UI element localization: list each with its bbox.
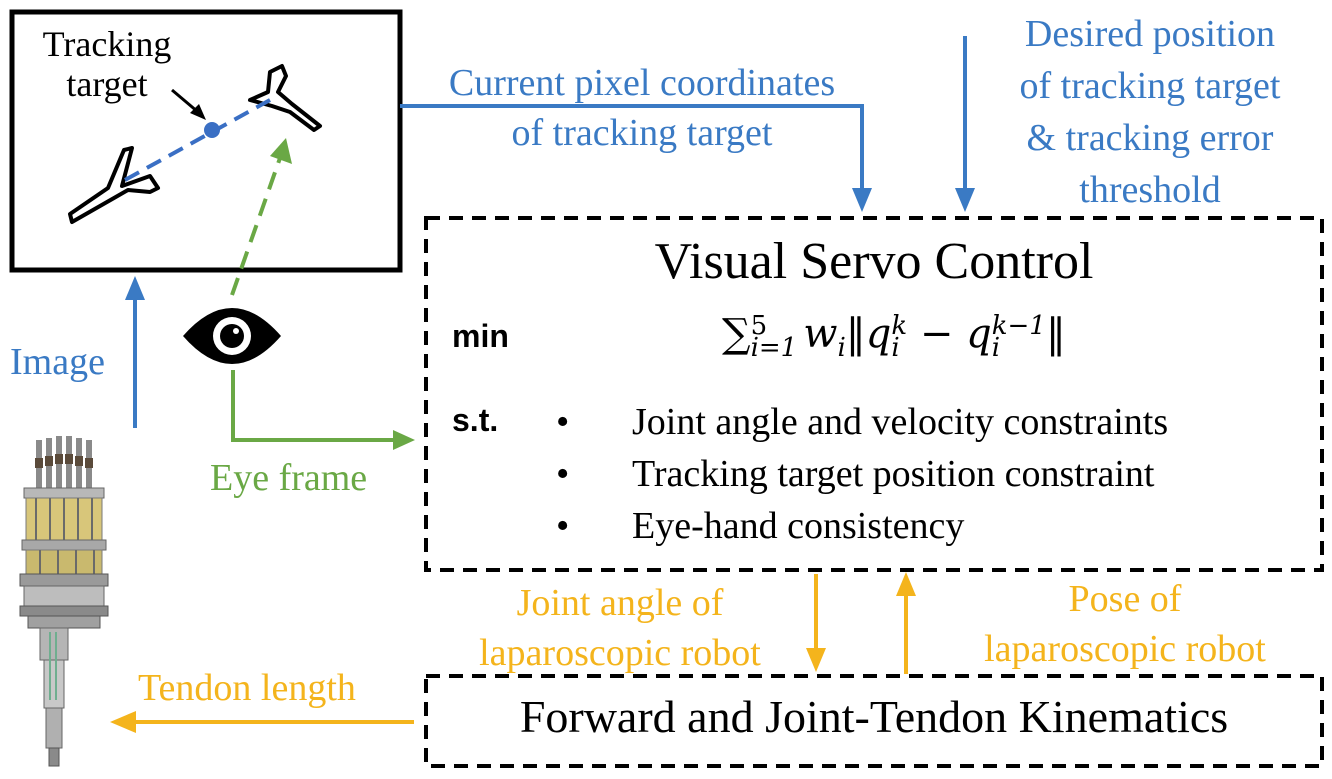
current-pixel-label-line1: Current pixel coordinates xyxy=(448,62,836,104)
joint-angle-line1: Joint angle of xyxy=(516,582,724,624)
tracking-target-label: Tracking target xyxy=(22,24,192,104)
current-pixel-label-line2: of tracking target xyxy=(511,112,773,154)
joint-angle-arrowhead xyxy=(806,648,826,672)
target-pointer-arrowhead xyxy=(190,104,206,120)
weight-symbol: w xyxy=(803,311,838,357)
target-pointer-arrow xyxy=(171,88,199,114)
norm-close: ‖ xyxy=(1045,311,1066,357)
image-label: Image xyxy=(10,341,105,383)
constraint-item: • Eye-hand consistency xyxy=(556,500,1168,552)
st-label: s.t. xyxy=(452,402,499,438)
bullet: • xyxy=(556,505,570,547)
min-label: min xyxy=(452,318,509,354)
constraint-text: Tracking target position constraint xyxy=(632,453,1155,495)
kinematics-box xyxy=(424,674,1324,768)
eye-view-arrowhead xyxy=(270,138,292,164)
desired-position-line1: Desired position xyxy=(1024,13,1276,55)
constraint-list: • Joint angle and velocity constraints • T… xyxy=(556,396,1168,552)
constraint-text: Eye-hand consistency xyxy=(632,505,965,547)
desired-position-line3: & tracking error xyxy=(1026,117,1274,159)
q-sup-k-minus-1: k−1 xyxy=(991,311,1046,341)
current-pixel-arrowhead xyxy=(852,188,872,212)
eye-frame-arrow xyxy=(231,370,395,442)
desired-position-line2: of tracking target xyxy=(1019,65,1281,107)
vsc-title: Visual Servo Control xyxy=(654,233,1094,290)
q-sub-i-2: i xyxy=(991,333,1001,363)
weight-index: i xyxy=(837,333,846,363)
current-pixel-label: Current pixel coordinates of tracking ta… xyxy=(404,58,880,158)
q-symbol-1: q xyxy=(865,311,892,357)
visual-servo-control-box xyxy=(424,216,1324,572)
desired-position-line4: threshold xyxy=(1079,169,1221,211)
bullet: • xyxy=(556,401,570,443)
desired-position-label: Desired position of tracking target & tr… xyxy=(980,8,1320,216)
eye-icon xyxy=(183,308,281,364)
tracking-target-label-line1: Tracking xyxy=(42,24,172,64)
pose-arrowhead xyxy=(896,572,916,596)
kinematics-title: Forward and Joint-Tendon Kinematics xyxy=(519,691,1229,742)
laparoscopic-robot-image xyxy=(19,436,109,767)
current-pixel-arrow xyxy=(400,104,864,192)
desired-position-arrowhead xyxy=(955,188,975,212)
q-sub-i-1: i xyxy=(891,333,900,363)
pose-label: Pose of laparoscopic robot xyxy=(940,574,1310,674)
sum-lower-limit: i=1 xyxy=(750,333,798,363)
target-dashed-line xyxy=(124,98,271,182)
minus-sign: − xyxy=(907,311,967,357)
image-arrowhead xyxy=(125,276,145,300)
q-symbol-2: q xyxy=(966,311,992,357)
surgical-instrument-icon xyxy=(68,146,160,224)
tendon-length-arrowhead xyxy=(110,711,136,733)
joint-angle-line2: laparoscopic robot xyxy=(479,632,761,674)
camera-view-box xyxy=(9,9,403,273)
q-sup-k: k xyxy=(891,311,908,341)
tracking-target-dot xyxy=(204,122,220,138)
tendon-length-label: Tendon length xyxy=(138,667,356,709)
eye-frame-label: Eye frame xyxy=(210,457,368,499)
tracking-target-label-line2: target xyxy=(66,64,148,104)
pose-line1: Pose of xyxy=(1068,578,1182,620)
eye-frame-arrowhead xyxy=(393,430,415,450)
eye-view-dashed-arrow xyxy=(230,157,282,296)
constraint-text: Joint angle and velocity constraints xyxy=(632,401,1169,443)
constraint-item: • Joint angle and velocity constraints xyxy=(556,396,1168,448)
constraint-item: • Tracking target position constraint xyxy=(556,448,1168,500)
norm-open: ‖ xyxy=(845,311,866,357)
pose-line2: laparoscopic robot xyxy=(984,628,1266,670)
surgical-instrument-icon xyxy=(248,64,322,132)
sum-symbol: ∑ xyxy=(722,311,751,357)
bullet: • xyxy=(556,453,570,495)
sum-upper-limit: 5 xyxy=(750,311,768,341)
joint-angle-label: Joint angle of laparoscopic robot xyxy=(430,578,810,678)
